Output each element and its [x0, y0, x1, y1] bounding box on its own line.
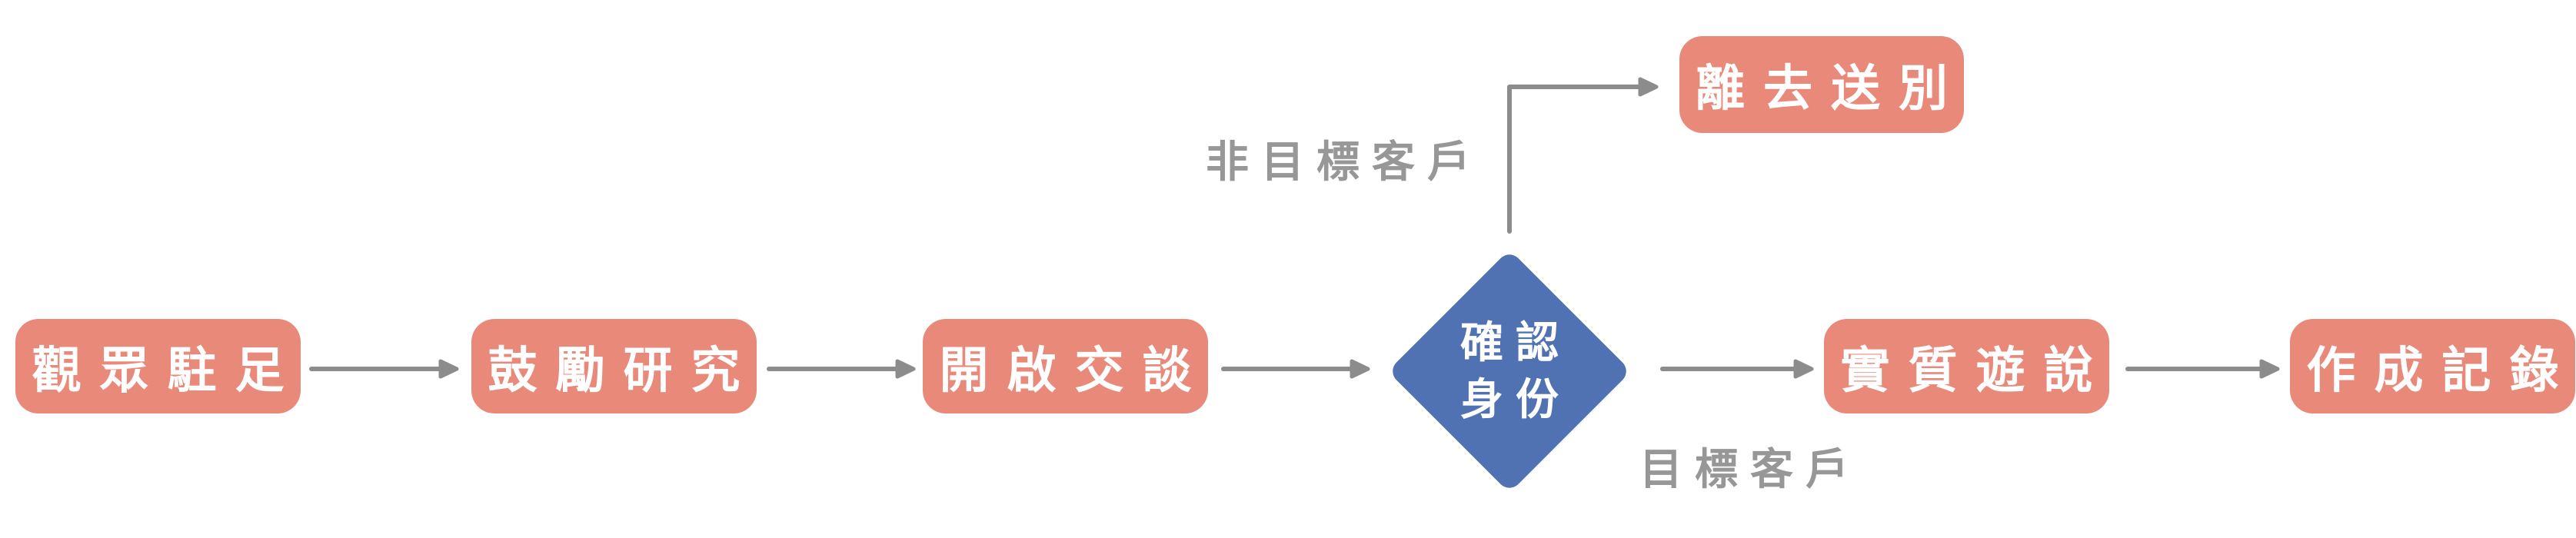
edge-label-target: 目標客戶 [1639, 445, 1861, 493]
arrow-confirm-identity-to-leave-farewell [1507, 77, 1659, 234]
node-substantive-persuasion: 實質遊說 [1824, 319, 2109, 413]
node-encourage-research-label: 鼓勵研究 [488, 342, 759, 398]
decision-confirm-identity-text: 確認 身份 [1423, 285, 1596, 457]
decision-label-line2: 身份 [1460, 375, 1571, 423]
node-create-record: 作成記錄 [2290, 319, 2575, 413]
node-audience-stop-label: 觀眾駐足 [32, 342, 303, 398]
node-encourage-research: 鼓勵研究 [471, 319, 757, 413]
decision-label-line1: 確認 [1460, 318, 1571, 367]
node-audience-stop: 觀眾駐足 [15, 319, 301, 413]
node-open-conversation: 開啟交談 [923, 319, 1208, 413]
node-substantive-persuasion-label: 實質遊說 [1840, 342, 2112, 398]
node-create-record-label: 作成記錄 [2306, 342, 2576, 398]
node-open-conversation-label: 開啟交談 [939, 342, 1210, 398]
edge-label-non-target: 非目標客戶 [1206, 138, 1483, 186]
node-leave-farewell-label: 離去送別 [1696, 61, 1966, 116]
decision-confirm-identity: 確認 身份 [1387, 249, 1632, 493]
node-leave-farewell: 離去送別 [1679, 36, 1964, 133]
